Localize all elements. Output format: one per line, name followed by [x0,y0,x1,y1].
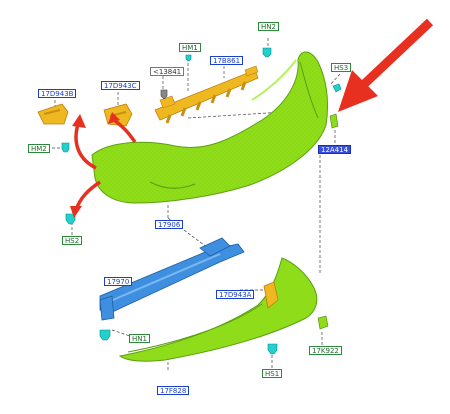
red-arrowheads [70,112,120,218]
label-hs2: HS2 [62,236,83,245]
upper-bracket-17b861 [154,65,259,124]
label-17d943a: 17D943A [216,290,255,299]
label-hn1: HN1 [129,334,150,343]
label-hs3: HS3 [331,63,352,72]
label-17906: 17906 [155,220,184,229]
clip-17k922 [317,315,329,330]
rear-bumper-cover [91,51,329,204]
label-13841: <13841 [150,67,185,76]
label-17d943c: 17D943C [101,81,140,90]
label-17b861: 17B861 [210,56,244,65]
side-bracket-17d943a [263,281,279,309]
label-17f828: 17F828 [157,386,190,395]
label-17k922: 17K922 [309,346,342,355]
side-bracket-17d943b [37,103,69,125]
clips [61,47,342,355]
label-hm1: HM1 [179,43,201,52]
screw [160,89,168,100]
label-17970: 17970 [104,277,133,286]
label-hm2: HM2 [28,144,50,153]
label-hn2: HN2 [258,22,279,31]
label-17d943b: 17D943B [38,89,77,98]
sensor [329,113,339,129]
label-12a414: 12A414 [318,145,352,154]
bumper-beam-17970 [99,237,245,321]
lower-valance-17f828 [118,257,318,362]
pointer-arrow [338,18,434,112]
label-hs1: HS1 [262,369,283,378]
